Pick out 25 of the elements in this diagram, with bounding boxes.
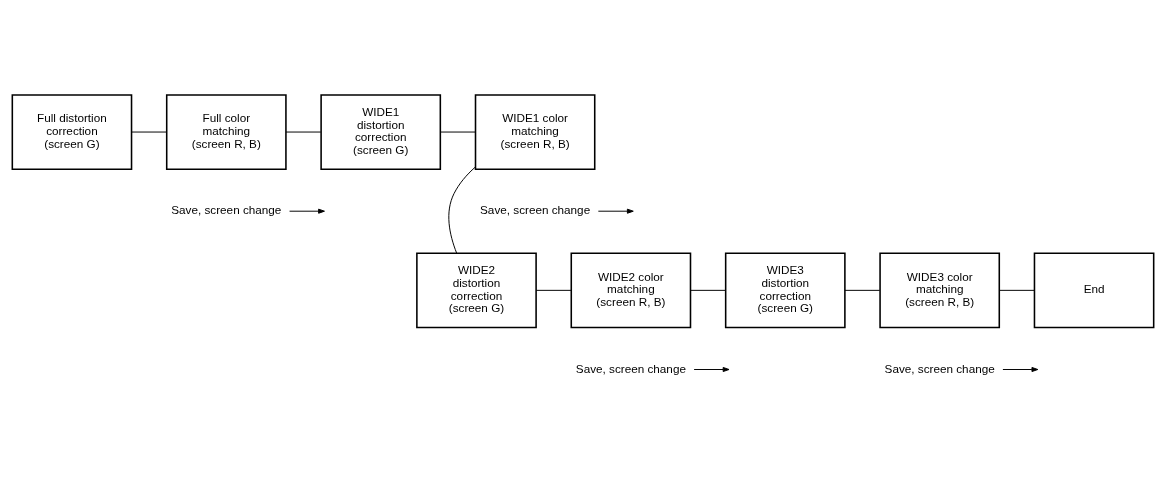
node-text: Save, screen change xyxy=(480,203,591,217)
connector xyxy=(131,131,167,133)
connector xyxy=(448,166,476,254)
connector xyxy=(439,131,476,133)
arrow xyxy=(1002,366,1039,373)
node-text: Save, screen change xyxy=(575,361,686,375)
connector xyxy=(998,289,1035,291)
node-box: WIDE1 distortion correction (screen G) xyxy=(320,94,442,170)
node-text: Save, screen change xyxy=(171,203,282,217)
node-box: WIDE3 color matching (screen R, B) xyxy=(879,252,1001,329)
node-box: WIDE2 distortion correction (screen G) xyxy=(416,252,537,329)
arrow xyxy=(693,366,730,373)
connector xyxy=(844,289,881,291)
node-box: Full color matching (screen R, B) xyxy=(165,94,287,170)
node-box: WIDE3 distortion correction (screen G) xyxy=(724,252,846,329)
connector xyxy=(535,289,572,291)
node-box: WIDE1 color matching (screen R, B) xyxy=(474,94,596,170)
connector xyxy=(285,131,322,133)
arrow xyxy=(289,208,325,214)
arrow xyxy=(597,208,634,214)
node-box: Full distortion correction (screen G) xyxy=(11,94,133,170)
node-text: Save, screen change xyxy=(884,361,995,375)
node-box: WIDE2 color matching (screen R, B) xyxy=(570,252,692,329)
connector xyxy=(690,289,726,291)
node-box: End xyxy=(1033,252,1155,329)
